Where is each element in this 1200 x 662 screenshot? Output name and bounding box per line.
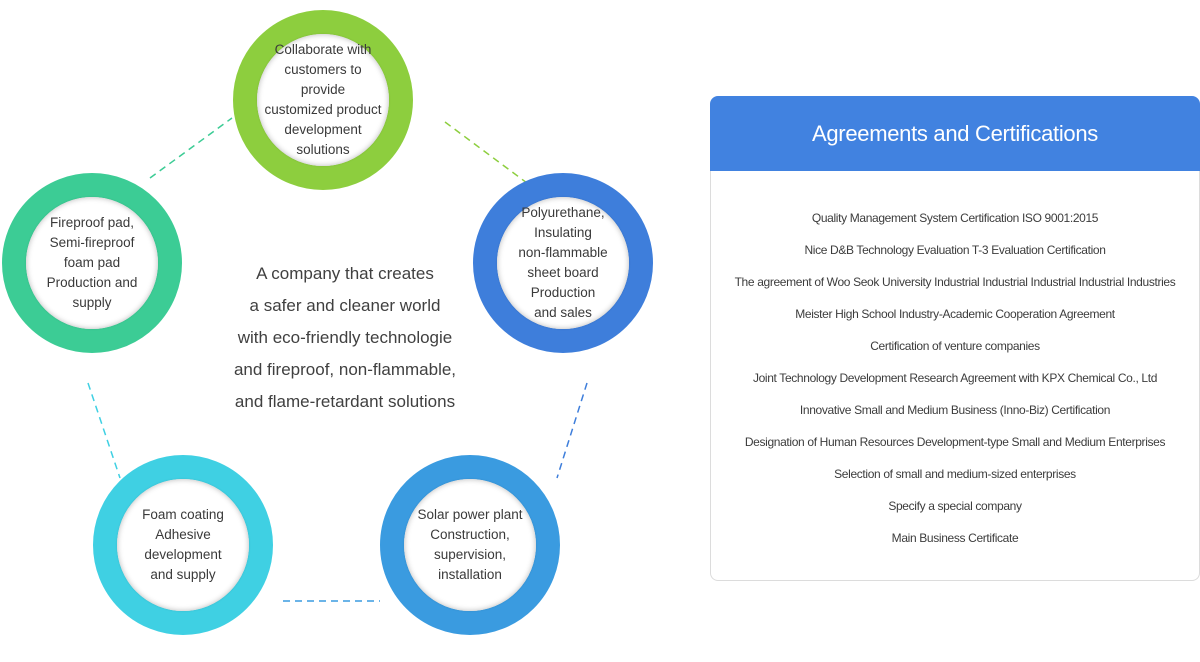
- node-inner: Foam coating Adhesive development and su…: [117, 479, 249, 611]
- node-label: Polyurethane, Insulating non-flammable s…: [518, 205, 608, 320]
- list-item: Joint Technology Development Research Ag…: [752, 371, 1158, 385]
- node-fireproof-pad: Fireproof pad, Semi-fireproof foam pad P…: [2, 173, 182, 353]
- connector-right-bottom: [556, 382, 588, 479]
- list-item: Innovative Small and Medium Business (In…: [799, 403, 1111, 417]
- dashed-connectors: [87, 117, 588, 602]
- connector-left-bottom: [87, 382, 121, 479]
- connector-top-right: [444, 121, 528, 184]
- node-label: Collaborate with customers to provide cu…: [264, 42, 382, 157]
- connector-left-top: [149, 117, 233, 179]
- certification-list: Quality Management System Certification …: [711, 171, 1199, 560]
- node-polyurethane: Polyurethane, Insulating non-flammable s…: [473, 173, 653, 353]
- list-item: Nice D&B Technology Evaluation T-3 Evalu…: [804, 243, 1106, 257]
- node-inner: Collaborate with customers to provide cu…: [257, 34, 389, 166]
- node-label: Solar power plant Construction, supervis…: [417, 507, 523, 582]
- panel-header: Agreements and Certifications: [710, 96, 1200, 171]
- node-inner: Solar power plant Construction, supervis…: [404, 479, 536, 611]
- node-custom-solutions: Collaborate with customers to provide cu…: [233, 10, 413, 190]
- node-inner: Polyurethane, Insulating non-flammable s…: [497, 197, 629, 329]
- list-item: The agreement of Woo Seok University Ind…: [734, 275, 1176, 289]
- list-item: Specify a special company: [888, 499, 1022, 513]
- mission-statement: A company that creates a safer and clean…: [233, 264, 457, 411]
- list-item: Designation of Human Resources Developme…: [744, 435, 1166, 449]
- node-label: Fireproof pad, Semi-fireproof foam pad P…: [46, 215, 138, 310]
- node-foam-coating: Foam coating Adhesive development and su…: [93, 455, 273, 635]
- list-item: Quality Management System Certification …: [811, 211, 1099, 225]
- node-inner: Fireproof pad, Semi-fireproof foam pad P…: [26, 197, 158, 329]
- list-item: Certification of venture companies: [870, 339, 1040, 353]
- list-item: Meister High School Industry-Academic Co…: [795, 307, 1115, 321]
- node-solar-power: Solar power plant Construction, supervis…: [380, 455, 560, 635]
- panel-title: Agreements and Certifications: [811, 120, 1098, 146]
- list-item: Main Business Certificate: [891, 531, 1019, 545]
- company-diagram: Collaborate with customers to provide cu…: [2, 10, 653, 635]
- list-item: Selection of small and medium-sized ente…: [834, 467, 1076, 481]
- panel-body: Quality Management System Certification …: [710, 171, 1200, 581]
- certifications-panel: Agreements and Certifications Quality Ma…: [710, 96, 1200, 581]
- node-label: Foam coating Adhesive development and su…: [142, 507, 224, 582]
